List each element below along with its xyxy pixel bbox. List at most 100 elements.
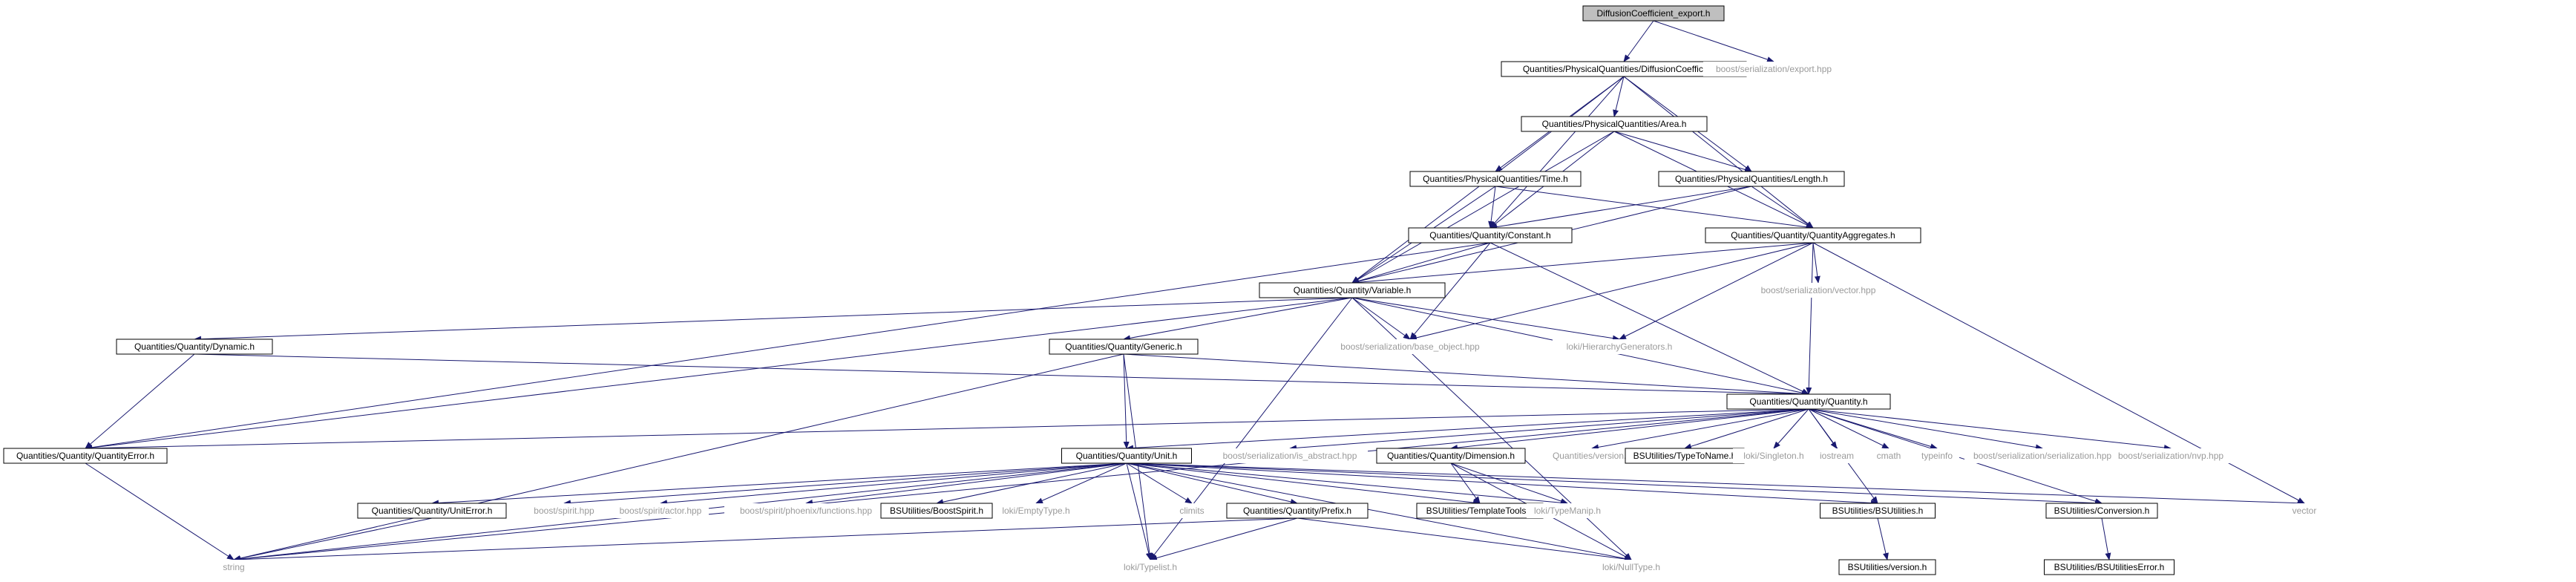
node-box <box>1521 116 1708 132</box>
node-loki_null: loki/NullType.h <box>1590 560 1672 575</box>
node-typetoname[interactable]: BSUtilities/TypeToName.h <box>1625 448 1745 464</box>
edge-dimension-to-loki_typemap <box>1450 462 1568 504</box>
node-time[interactable]: Quantities/PhysicalQuantities/Time.h <box>1409 171 1582 187</box>
node-label: cmath <box>1877 451 1901 461</box>
edge-aggregates-to-quantity <box>1806 242 1814 395</box>
node-box <box>1915 448 1959 463</box>
edge-quantity-to-typetoname <box>1684 408 1809 450</box>
node-aggregates[interactable]: Quantities/Quantity/QuantityAggregates.h <box>1705 227 1921 243</box>
node-box <box>1705 227 1921 243</box>
edge-time-to-aggregates <box>1495 186 1814 230</box>
node-unit[interactable]: Quantities/Quantity/Unit.h <box>1061 448 1192 464</box>
node-box <box>3 448 168 464</box>
node-label: BSUtilities/BSUtilities.h <box>1832 506 1924 516</box>
node-box <box>1811 448 1863 463</box>
node-diffusion[interactable]: Quantities/PhysicalQuantities/DiffusionC… <box>1501 61 1747 77</box>
node-loki_typemap: loki/TypeManip.h <box>1527 503 1608 518</box>
node-label: boost/spirit/phoenix/functions.hpp <box>740 506 872 516</box>
node-iostream: iostream <box>1811 448 1863 463</box>
node-cmath: cmath <box>1867 448 1911 463</box>
node-bsboostspirit[interactable]: BSUtilities/BoostSpirit.h <box>880 503 993 519</box>
node-spirit: boost/spirit.hpp <box>523 503 605 518</box>
node-bsversion[interactable]: BSUtilities/version.h <box>1838 559 1936 575</box>
node-box <box>880 503 993 519</box>
node-length[interactable]: Quantities/PhysicalQuantities/Length.h <box>1658 171 1845 187</box>
node-box <box>116 339 273 355</box>
node-prefix[interactable]: Quantities/Quantity/Prefix.h <box>1226 503 1369 519</box>
edge-time-to-constant <box>1488 186 1496 229</box>
edge-unit-to-spirit_actor <box>660 462 1127 506</box>
node-dynamic[interactable]: Quantities/Quantity/Dynamic.h <box>116 339 273 355</box>
node-label: string <box>223 562 244 572</box>
node-box <box>357 503 507 519</box>
node-bs_ser: boost/serialization/serialization.hpp <box>1964 448 2120 463</box>
edge-unit-to-loki_null <box>1126 462 1632 562</box>
node-vector: vector <box>2282 503 2327 518</box>
node-variable[interactable]: Quantities/Quantity/Variable.h <box>1259 282 1446 298</box>
edge-quantity-to-loki_single <box>1773 408 1809 449</box>
node-box <box>1733 448 1815 463</box>
node-conversion[interactable]: BSUtilities/Conversion.h <box>2045 503 2158 519</box>
node-label: boost/spirit/actor.hpp <box>620 506 702 516</box>
node-box <box>1061 448 1192 464</box>
node-dimension[interactable]: Quantities/Quantity/Dimension.h <box>1376 448 1526 464</box>
node-templatetools[interactable]: BSUtilities/TemplateTools.h <box>1416 503 1544 519</box>
edge-unit-to-loki_typelist <box>1126 462 1152 560</box>
node-quantity[interactable]: Quantities/Quantity/Quantity.h <box>1726 393 1891 410</box>
edge-unit-to-templatetools <box>1126 462 1481 506</box>
node-area[interactable]: Quantities/PhysicalQuantities/Area.h <box>1521 116 1708 132</box>
node-label: boost/serialization/is_abstract.hpp <box>1223 451 1357 461</box>
node-box <box>1748 283 1889 298</box>
edge-generic-to-string <box>233 353 1124 561</box>
node-loki_typelist: loki/Typelist.h <box>1110 560 1191 575</box>
node-label: Quantities/PhysicalQuantities/Time.h <box>1423 174 1568 184</box>
node-generic[interactable]: Quantities/Quantity/Generic.h <box>1049 339 1199 355</box>
node-climits: climits <box>1167 503 1216 518</box>
node-bs_vector: boost/serialization/vector.hpp <box>1748 283 1889 298</box>
node-box <box>1328 339 1492 354</box>
edge-variable-to-dynamic <box>194 297 1353 342</box>
node-box <box>2282 503 2327 518</box>
node-label: Quantities/Quantity/Dynamic.h <box>134 341 255 352</box>
node-box <box>1703 62 1844 76</box>
edge-quantity-to-iostream <box>1808 408 1838 449</box>
edge-quantity-to-cmath <box>1808 408 1890 449</box>
node-box <box>1376 448 1526 464</box>
node-label: Quantities/Quantity/Generic.h <box>1065 341 1182 352</box>
node-bs_base: boost/serialization/base_object.hpp <box>1328 339 1492 354</box>
node-box <box>1553 339 1686 354</box>
node-box <box>1409 171 1582 187</box>
node-bsutilities[interactable]: BSUtilities/BSUtilities.h <box>1820 503 1936 519</box>
edge-uniterror-to-string <box>233 517 433 562</box>
node-label: Quantities/Quantity/Constant.h <box>1429 230 1550 241</box>
node-uniterror[interactable]: Quantities/Quantity/UnitError.h <box>357 503 507 519</box>
node-label: Quantities/Quantity/Variable.h <box>1294 285 1412 295</box>
edge-conversion-to-bserror <box>2101 517 2111 560</box>
edge-unit-to-conversion <box>1126 462 2103 506</box>
node-typeinfo: typeinfo <box>1915 448 1959 463</box>
node-spirit_phoenix: boost/spirit/phoenix/functions.hpp <box>724 503 888 518</box>
node-box <box>523 503 605 518</box>
edge-bsutilities-to-bsversion <box>1877 517 1889 560</box>
node-qerror[interactable]: Quantities/Quantity/QuantityError.h <box>3 448 168 464</box>
edge-dynamic-to-qerror <box>85 353 195 449</box>
node-label: boost/spirit.hpp <box>534 506 594 516</box>
edge-quantity-to-qerror <box>85 408 1809 451</box>
edge-constant-to-bs_base <box>1409 242 1491 340</box>
node-box <box>1658 171 1845 187</box>
node-box <box>1544 448 1640 463</box>
edge-quantity-to-string <box>233 408 1809 563</box>
node-box <box>1527 503 1608 518</box>
edge-constant-to-qerror <box>85 242 1491 451</box>
edge-aggregates-to-vector <box>1812 242 2305 504</box>
node-bserror[interactable]: BSUtilities/BSUtilitiesError.h <box>2044 559 2174 575</box>
node-label: boost/serialization/serialization.hpp <box>1973 451 2111 461</box>
node-box <box>1820 503 1936 519</box>
node-label: Quantities/PhysicalQuantities/Area.h <box>1542 119 1687 129</box>
edge-unit-to-bsutilities <box>1126 462 1878 506</box>
node-constant[interactable]: Quantities/Quantity/Constant.h <box>1408 227 1573 243</box>
node-root[interactable]: DiffusionCoefficient_export.h <box>1582 5 1725 22</box>
edge-area-to-variable <box>1351 131 1615 284</box>
edge-constant-to-quantity <box>1489 242 1809 395</box>
node-box <box>2111 448 2230 463</box>
